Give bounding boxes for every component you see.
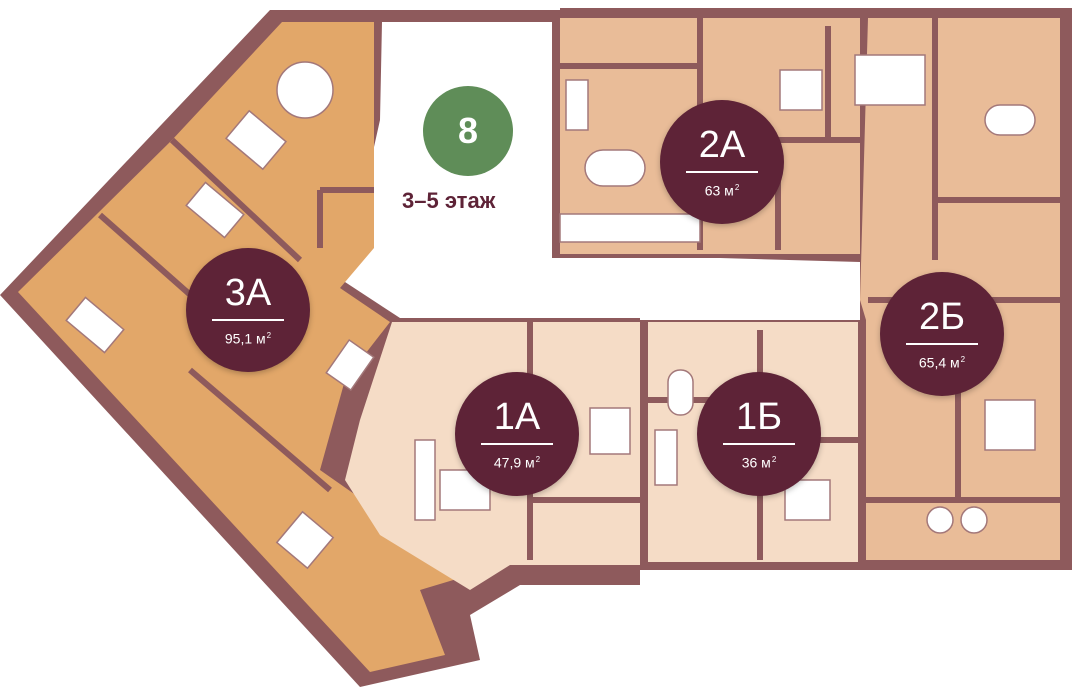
apartment-badge-3a[interactable]: 3А 95,1 м2 bbox=[186, 248, 310, 372]
apartment-code: 1А bbox=[493, 396, 541, 439]
divider bbox=[723, 443, 795, 446]
apartment-code: 2А bbox=[698, 124, 746, 167]
divider bbox=[906, 343, 978, 346]
furniture bbox=[65, 54, 1036, 570]
apartment-badge-2a[interactable]: 2А 63 м2 bbox=[660, 100, 784, 224]
section-number-badge: 8 bbox=[423, 86, 513, 176]
apartment-area: 65,4 м2 bbox=[918, 354, 966, 371]
corridor bbox=[295, 22, 860, 320]
divider bbox=[481, 443, 553, 446]
apartment-badge-1a[interactable]: 1А 47,9 м2 bbox=[455, 372, 579, 496]
apartment-area: 36 м2 bbox=[741, 454, 777, 471]
apartment-code: 3А bbox=[224, 272, 272, 315]
apartment-code: 2Б bbox=[918, 296, 966, 339]
divider bbox=[686, 171, 758, 174]
apartment-area: 95,1 м2 bbox=[224, 330, 272, 347]
divider bbox=[212, 319, 284, 322]
apartment-badge-2b[interactable]: 2Б 65,4 м2 bbox=[880, 272, 1004, 396]
apartment-code: 1Б bbox=[735, 396, 783, 439]
floors-label: 3–5 этаж bbox=[402, 188, 496, 213]
apartment-area: 47,9 м2 bbox=[493, 454, 541, 471]
apartment-badge-1b[interactable]: 1Б 36 м2 bbox=[697, 372, 821, 496]
apartment-area: 63 м2 bbox=[704, 182, 740, 199]
